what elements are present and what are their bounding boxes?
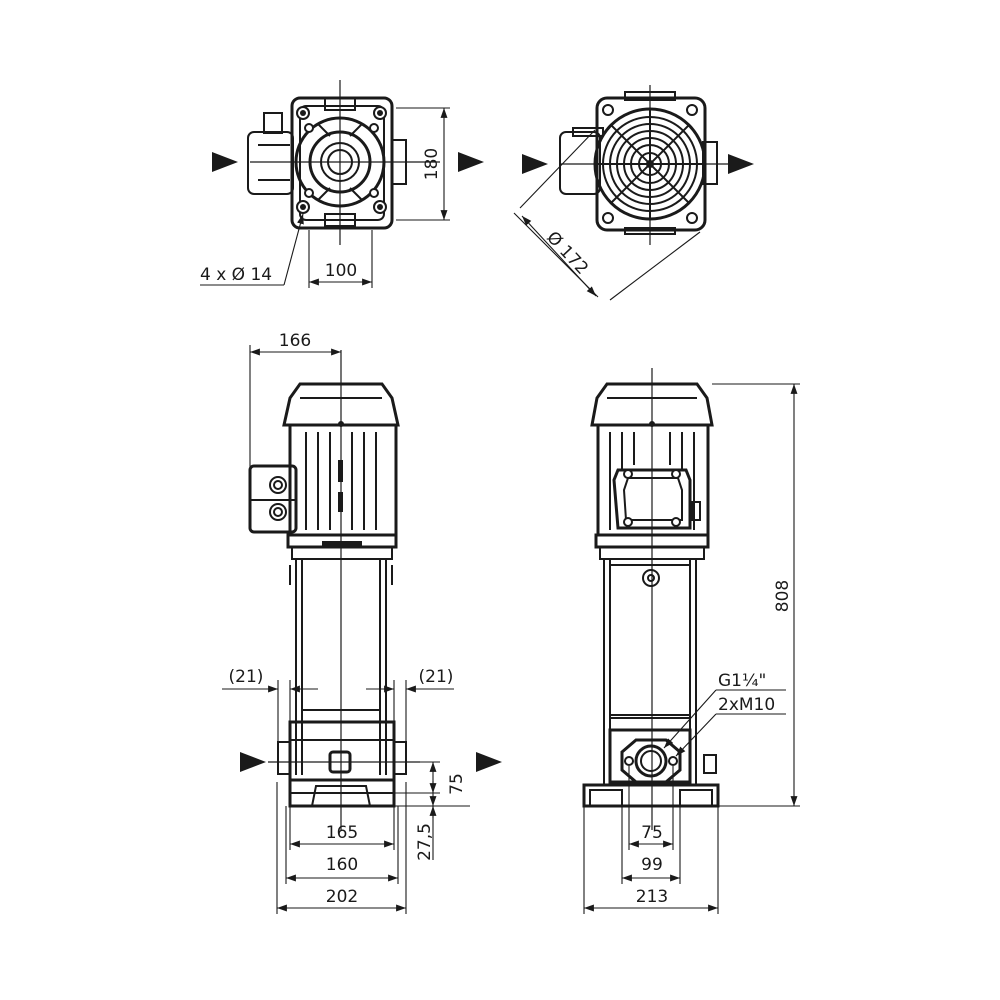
bolts-label: 2xM10 [718,695,775,715]
flow-inlet-arrow-icon [212,152,238,172]
dim-160-label: 160 [326,855,358,875]
dim-21-right-label: (21) [419,667,454,687]
top-left-view: 180 100 4 x Ø 14 [200,80,484,288]
dim-21-left-label: (21) [229,667,264,687]
flow-inlet-arrow-icon [522,154,548,174]
thread-label: G1¼" [718,671,766,691]
dim-diameter-172-label: Ø 172 [542,228,592,279]
dim-808-label: 808 [773,580,793,612]
flow-outlet-arrow-icon [476,752,502,772]
flow-outlet-arrow-icon [728,154,754,174]
dim-75-horizontal-label: 75 [641,823,663,843]
dim-166-label: 166 [279,331,311,351]
dim-213-label: 213 [636,887,668,907]
dim-165-label: 165 [326,823,358,843]
top-right-view: Ø 172 [513,85,754,301]
holes-label: 4 x Ø 14 [200,265,272,285]
dim-100-label: 100 [325,261,357,281]
dim-27-5-label: 27,5 [415,823,435,861]
dim-180-label: 180 [422,148,442,180]
flow-inlet-arrow-icon [240,752,266,772]
dim-202-label: 202 [326,887,358,907]
flow-outlet-arrow-icon [458,152,484,172]
dim-99-label: 99 [641,855,663,875]
front-view: 166 (21) (21) 75 27,5 165 160 [222,331,502,914]
dim-75-vertical-label: 75 [447,773,467,795]
side-view: 808 G1¼" 2xM10 75 99 213 [582,368,800,914]
